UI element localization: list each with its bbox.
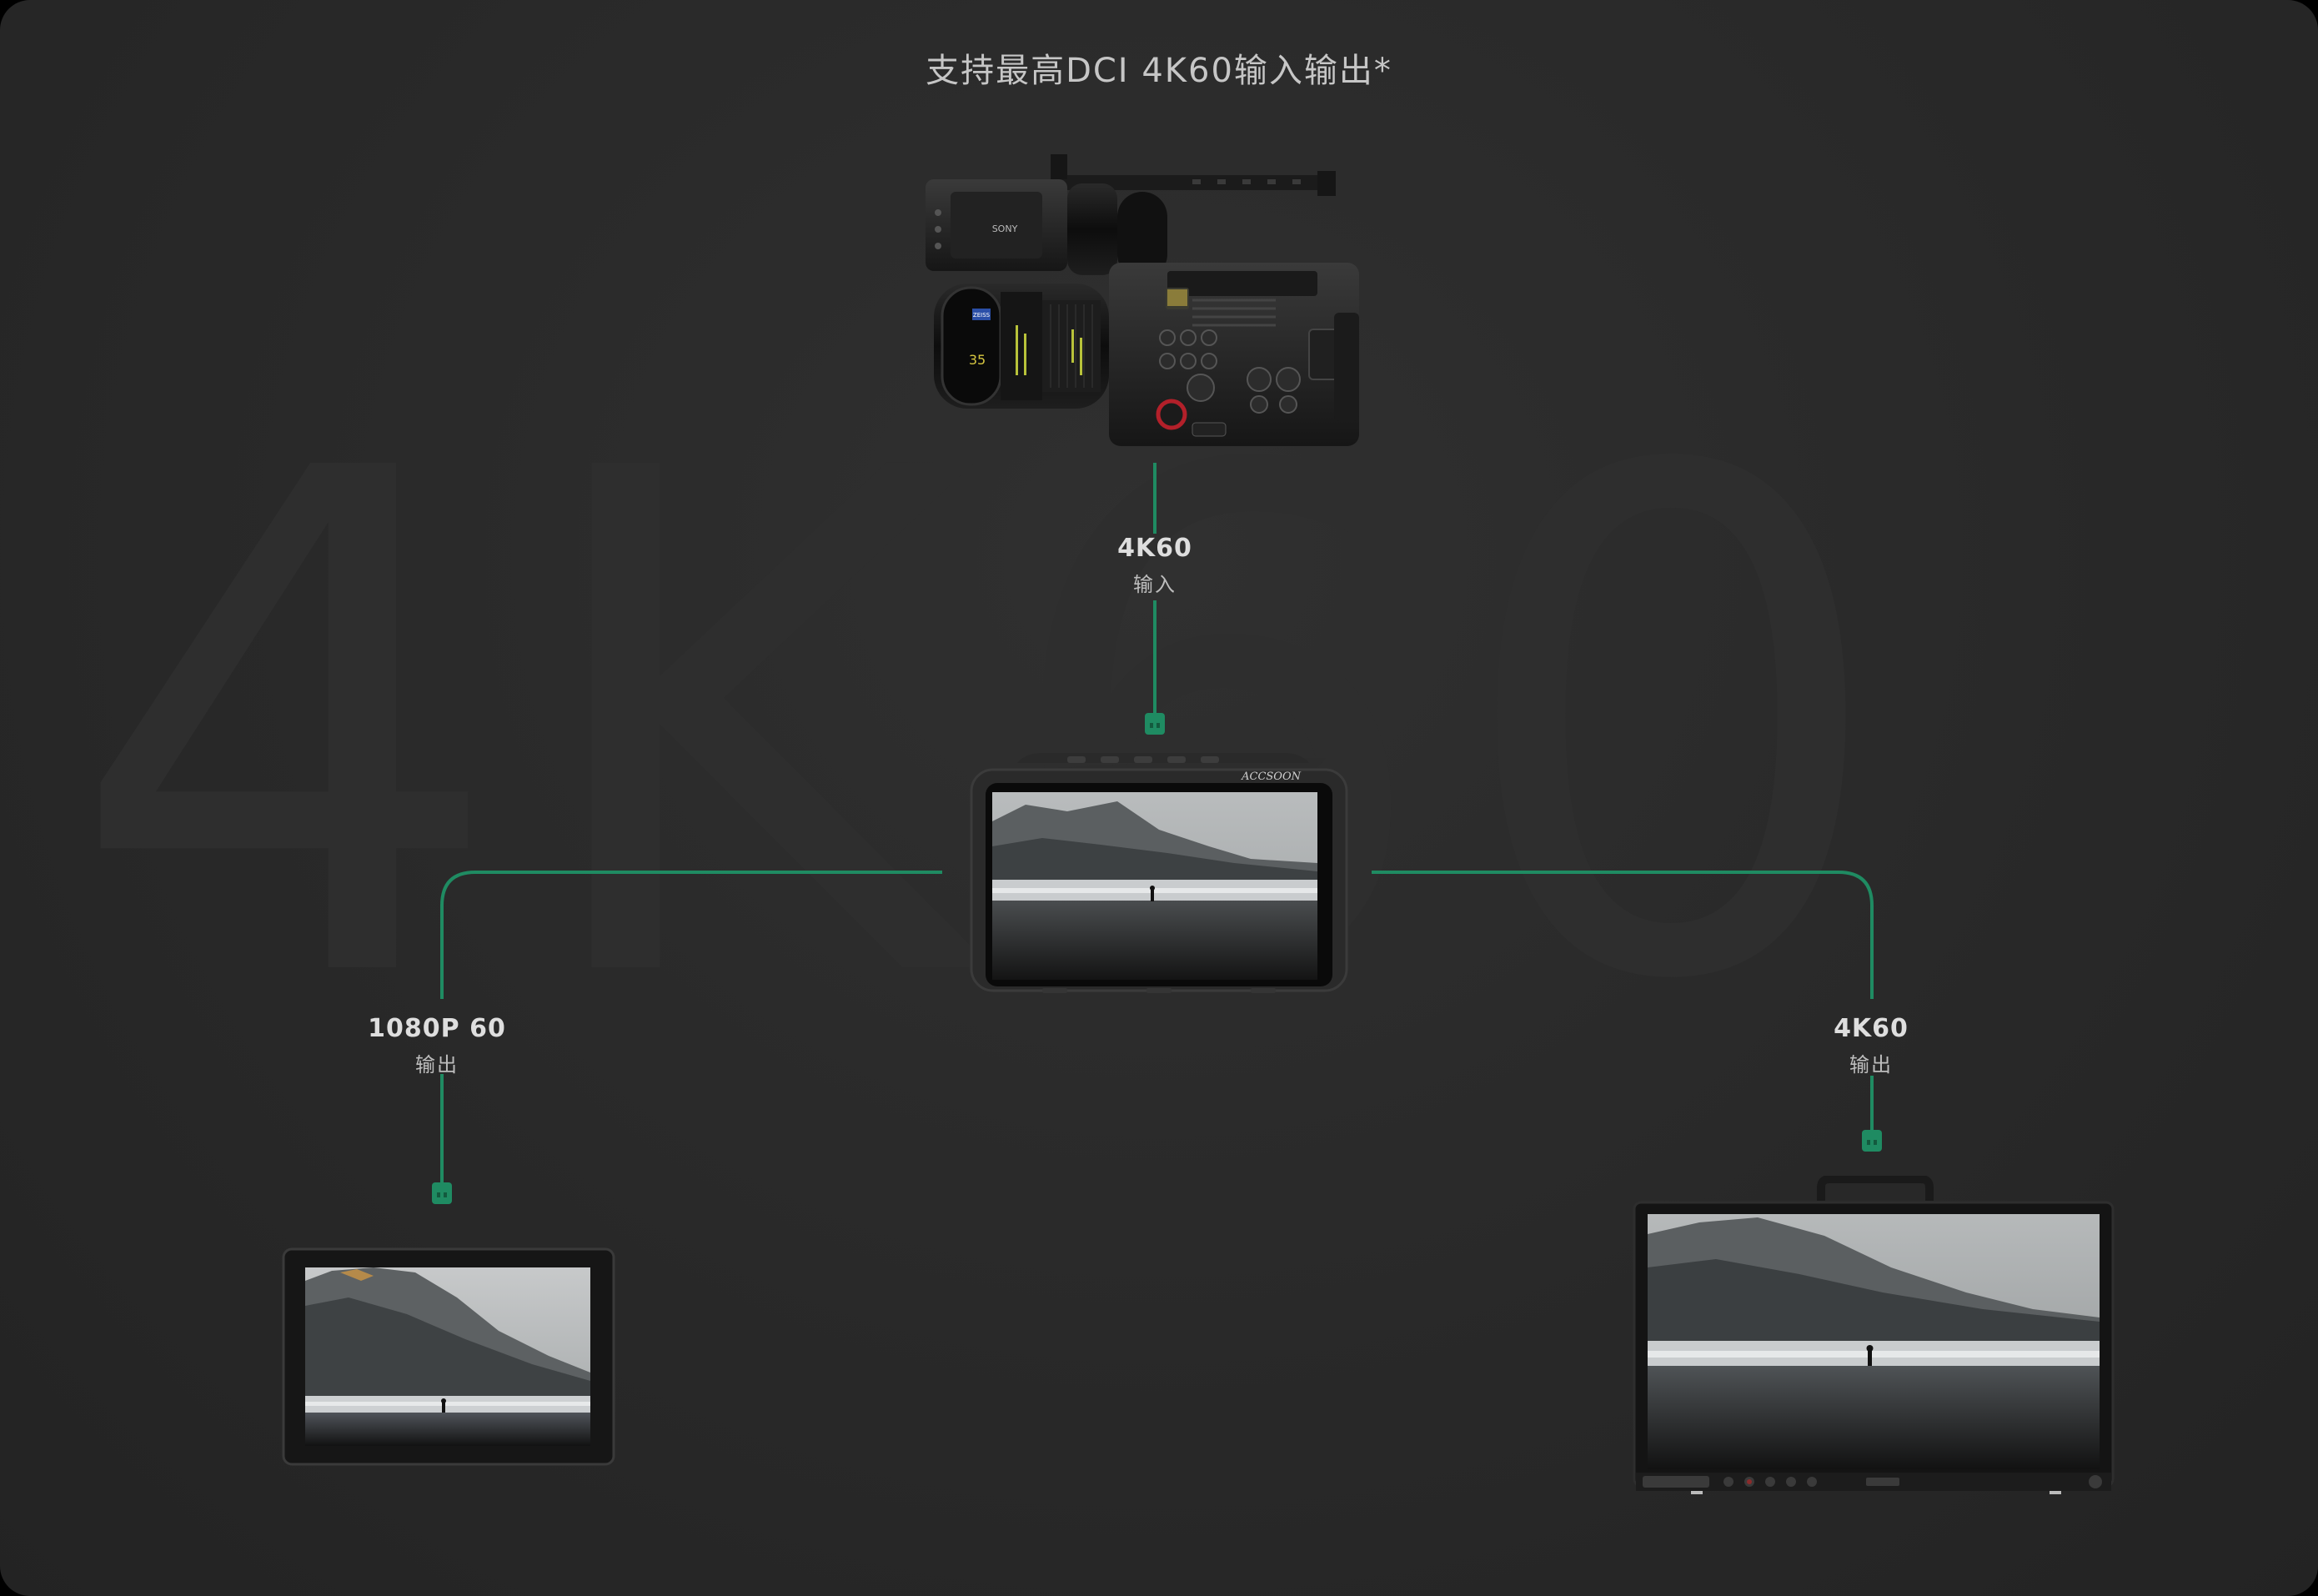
- center-monitor-illustration: ACCSOON: [970, 753, 1348, 993]
- right-large-monitor-illustration: [1633, 1176, 2115, 1494]
- connector-plugs: [432, 713, 1882, 1204]
- left-small-monitor-illustration: [282, 1247, 615, 1466]
- lens-brand-badge: [972, 309, 991, 320]
- label-output-left: 1080P 60 输出: [312, 1014, 562, 1077]
- connector-left-icon: [432, 1182, 452, 1204]
- center-monitor-brand: ACCSOON: [1241, 770, 1302, 783]
- right-monitor-screen: [1648, 1214, 2100, 1469]
- connector-input-icon: [1145, 713, 1165, 735]
- label-input-spec: 4K60: [1117, 534, 1192, 563]
- wire-right-upper: [1372, 871, 1874, 999]
- connector-right-icon: [1862, 1130, 1882, 1152]
- left-monitor-screen: [305, 1267, 590, 1446]
- svg-text:4K60: 4K60: [67, 325, 1909, 1131]
- label-output-right-direction: 输出: [1849, 1053, 1893, 1077]
- lens-focal-number: 35: [969, 352, 986, 368]
- label-output-right: 4K60 输出: [1746, 1014, 1996, 1077]
- label-output-left-spec: 1080P 60: [368, 1014, 506, 1043]
- label-input-direction: 输入: [1133, 573, 1177, 596]
- wire-left-upper: [440, 871, 942, 999]
- label-output-left-direction: 输出: [415, 1053, 459, 1077]
- lens-brand-text: ZEISS: [973, 312, 991, 319]
- cinema-camera-illustration: SONY: [926, 154, 1359, 446]
- label-output-right-spec: 4K60: [1834, 1014, 1909, 1043]
- center-monitor-screen: [992, 792, 1317, 980]
- record-button-icon: [1156, 399, 1187, 430]
- camera-body-brand: SONY: [992, 223, 1018, 234]
- label-input: 4K60 输入: [1030, 534, 1280, 597]
- headline: 支持最高DCI 4K60输入输出*: [926, 52, 1392, 90]
